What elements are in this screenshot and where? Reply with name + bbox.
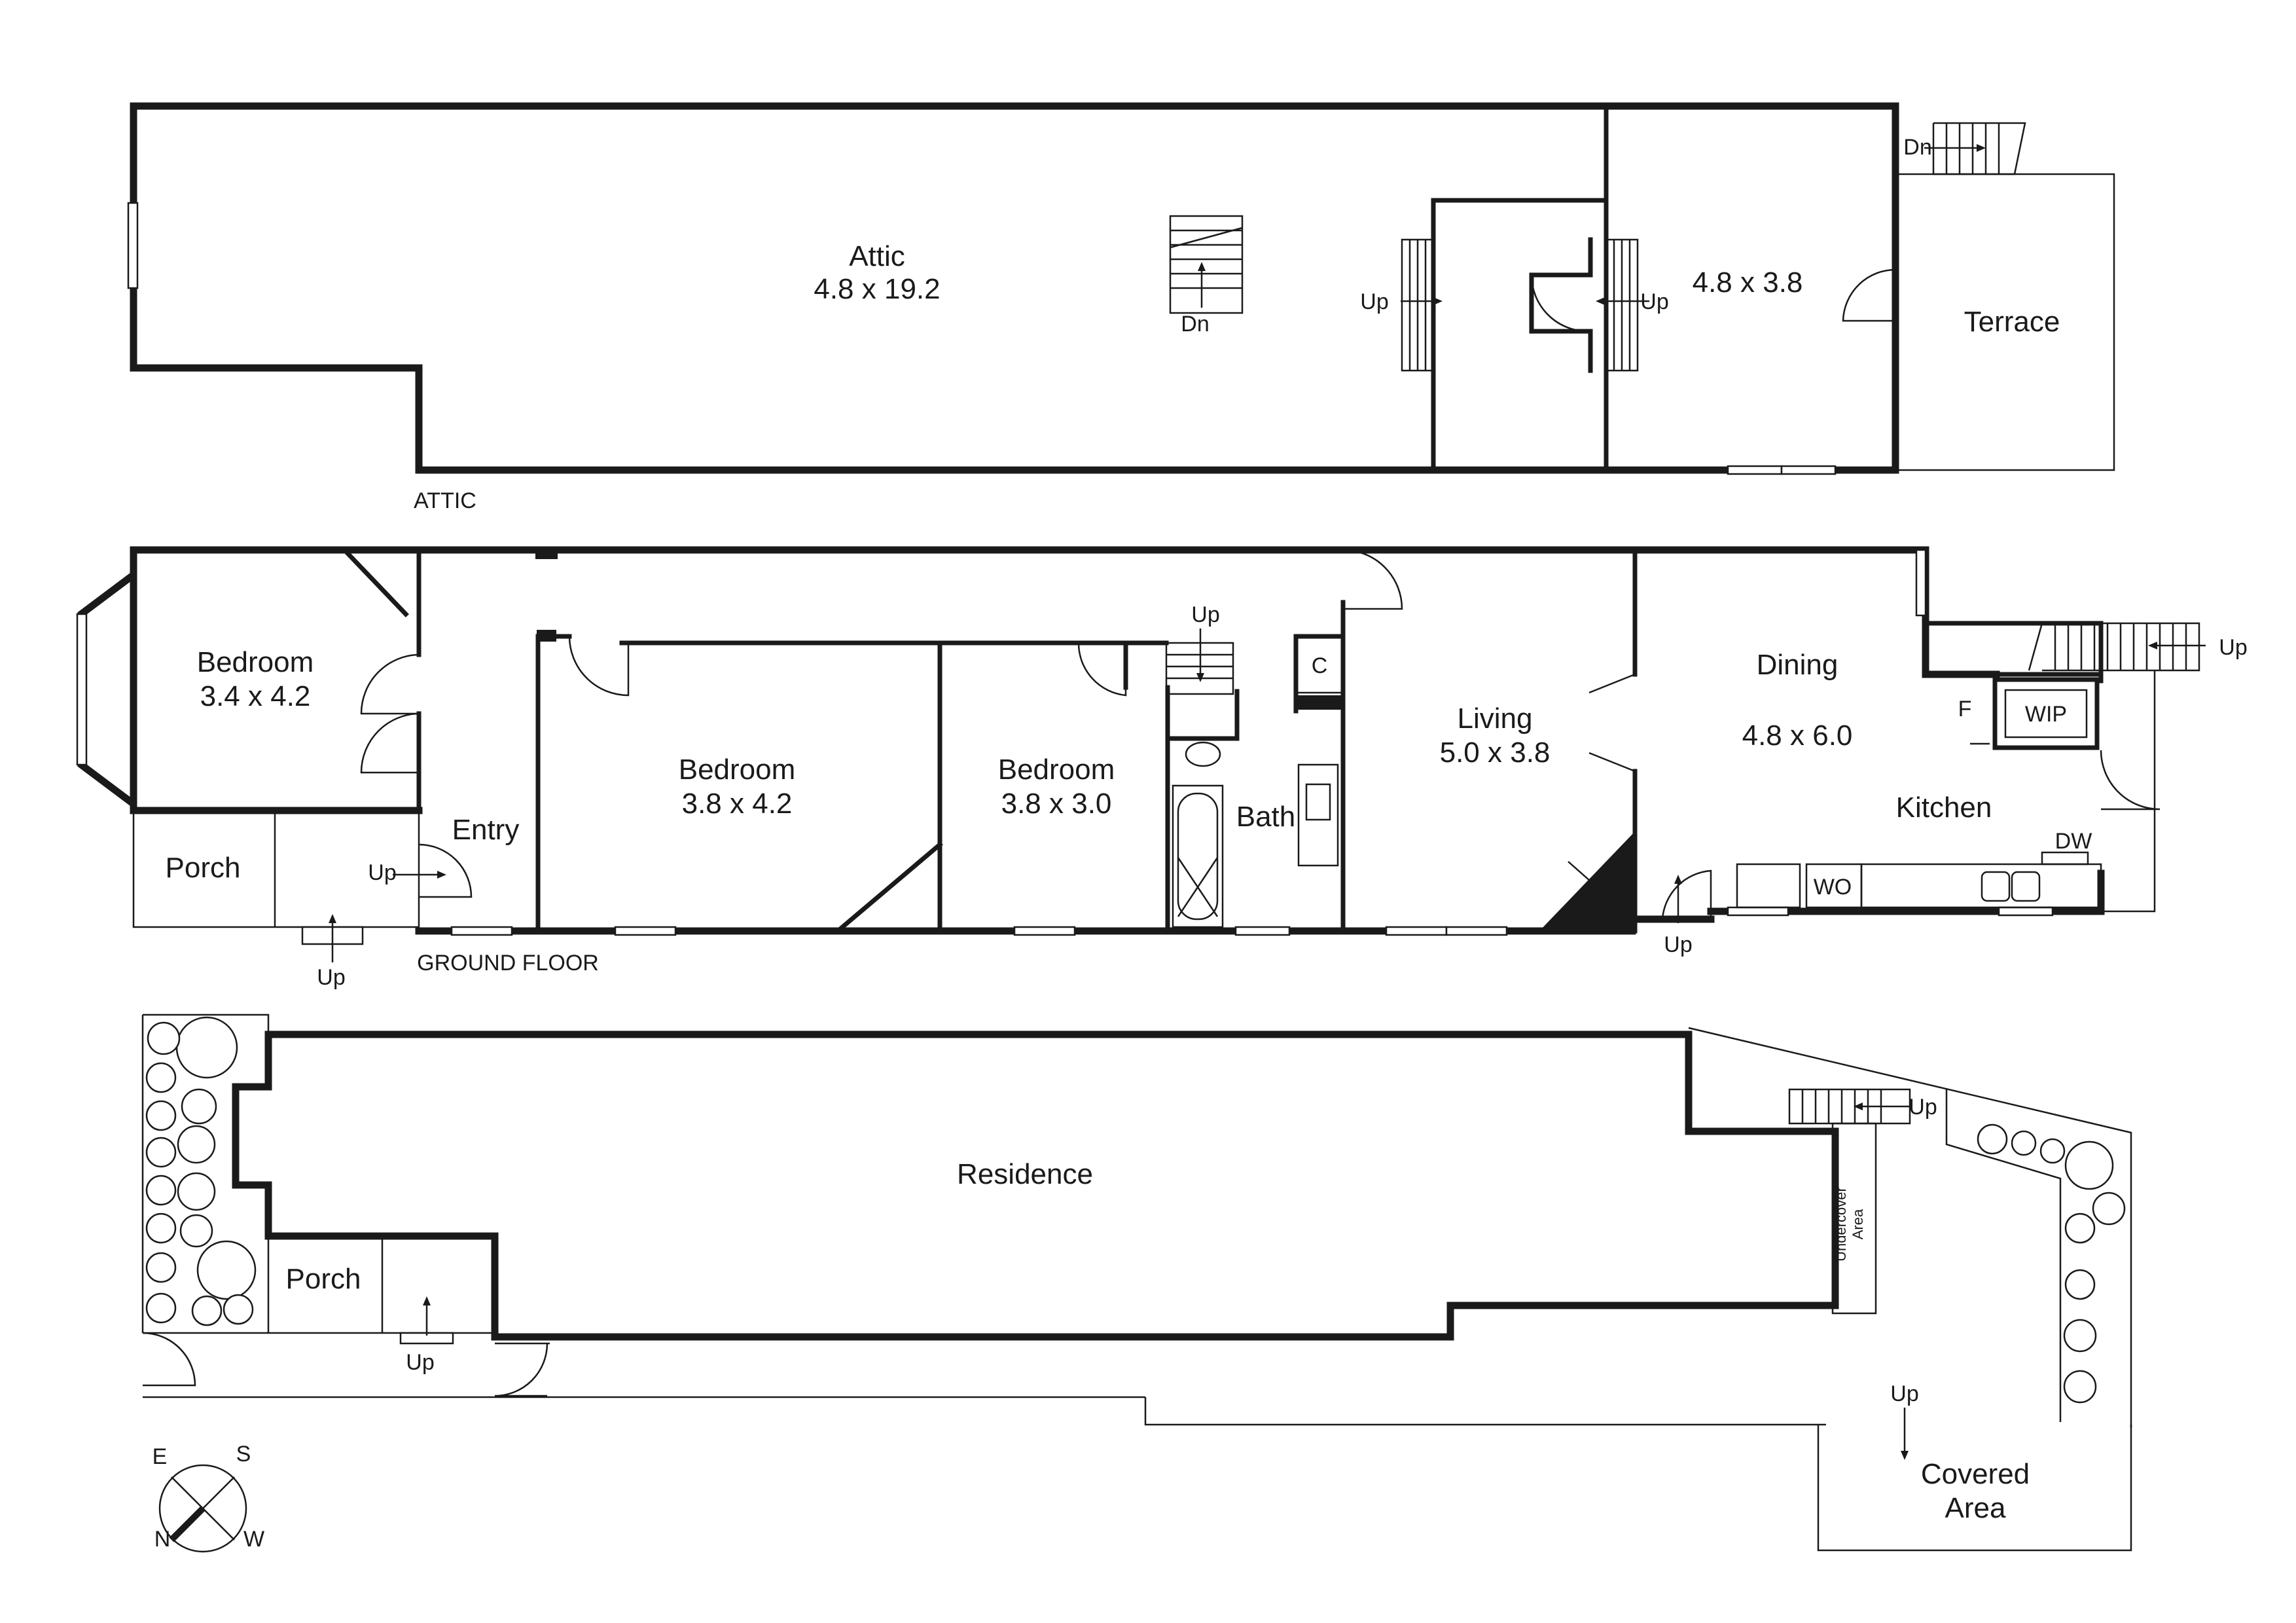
site-porch-label: Porch [286, 1263, 361, 1295]
bedroom1-name: Bedroom [197, 646, 314, 678]
dishwasher-label: DW [2055, 829, 2092, 854]
attic-room-name: Attic [849, 240, 905, 272]
entry-stair-label: Up [368, 860, 396, 885]
compass: E S N W [152, 1442, 264, 1553]
attic-room2-size: 4.8 x 3.8 [1693, 266, 1803, 299]
terrace-stairs [1924, 122, 2026, 175]
covered-area-line2: Area [1945, 1492, 2006, 1524]
attic-stair-up-right-label: Up [1640, 289, 1668, 314]
dining-name: Dining [1757, 649, 1839, 681]
attic-stair-label: Dn [1181, 312, 1209, 337]
compass-south: S [236, 1442, 251, 1467]
undercover-line2: Area [1850, 1209, 1866, 1239]
attic-room-size: 4.8 x 19.2 [814, 273, 940, 305]
site-stair-label: Up [1909, 1095, 1937, 1120]
wip-label: WIP [2025, 702, 2067, 727]
covered-area-stair-label: Up [1890, 1381, 1918, 1406]
compass-east: E [152, 1444, 168, 1469]
wall-oven-label: WO [1814, 875, 1852, 900]
living-size: 5.0 x 3.8 [1440, 737, 1551, 769]
east-stair-label: Up [2219, 635, 2247, 660]
living-name: Living [1458, 702, 1533, 735]
attic-stair-up-left-label: Up [1360, 289, 1388, 314]
kitchen-label: Kitchen [1896, 792, 1992, 824]
entry-label: Entry [452, 814, 520, 846]
bath-stair-label: Up [1191, 602, 1219, 627]
attic-plan: Attic 4.8 x 19.2 4.8 x 3.8 Terrace Dn Dn… [127, 102, 2115, 513]
attic-floor-title: ATTIC [414, 488, 476, 513]
dining-size: 4.8 x 6.0 [1742, 720, 1853, 752]
undercover-line1: Undercover [1833, 1187, 1849, 1262]
terrace-stair-label: Dn [1903, 135, 1931, 160]
terrace-label: Terrace [1964, 306, 2060, 338]
covered-area-line1: Covered [1921, 1458, 2030, 1490]
porch-label: Porch [166, 852, 241, 884]
garden-trees [145, 1016, 2126, 1404]
site-stairs [1788, 1088, 1911, 1125]
ground-floor-plan: Bedroom 3.4 x 4.2 Porch Entry Bedroom 3.… [76, 546, 2248, 990]
bedroom1-size: 3.4 x 4.2 [200, 680, 311, 712]
site-porch-stair-label: Up [406, 1350, 434, 1375]
fridge-label: F [1958, 697, 1972, 721]
closet-label: C [1312, 653, 1328, 678]
compass-north: N [154, 1527, 171, 1552]
attic-stairs-up-left [1401, 238, 1443, 372]
rear-stair-label: Up [1664, 932, 1692, 957]
ground-floor-title: GROUND FLOOR [417, 951, 599, 976]
ground-stairs-east [1926, 622, 2206, 913]
bedroom2-size: 3.8 x 4.2 [682, 788, 793, 820]
porch-stair-label: Up [317, 965, 345, 990]
bedroom3-name: Bedroom [998, 754, 1115, 786]
residence-label: Residence [957, 1158, 1093, 1190]
bath-label: Bath [1236, 801, 1296, 833]
attic-stairs-up-right [1596, 238, 1649, 372]
attic-stairs [1169, 215, 1244, 314]
ground-stairs-bath [1165, 629, 1234, 695]
site-plan: Residence Porch Undercover Area Covered … [141, 1013, 2132, 1552]
bedroom3-size: 3.8 x 3.0 [1001, 788, 1112, 820]
compass-west: W [243, 1527, 264, 1552]
bedroom2-name: Bedroom [679, 754, 796, 786]
